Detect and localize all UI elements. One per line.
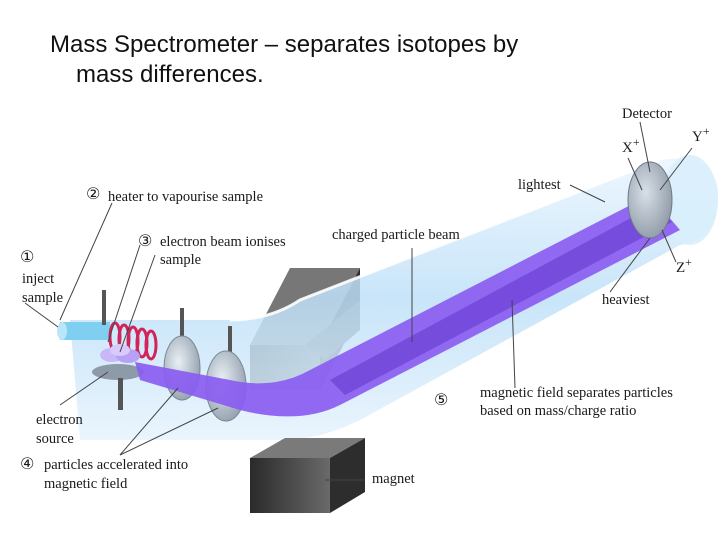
label-y-axis: Y+: [692, 124, 710, 145]
x-axis-plus: +: [633, 135, 640, 149]
particle-beam: [135, 195, 680, 417]
electron-source: [92, 364, 144, 410]
z-axis-letter: Z: [676, 260, 685, 276]
label-z-axis: Z+: [676, 255, 692, 276]
label-lightest: lightest: [518, 177, 561, 193]
step-1-line-1: inject: [22, 271, 54, 287]
label-charged-particle-beam: charged particle beam: [332, 227, 460, 243]
z-axis-plus: +: [685, 255, 692, 269]
label-x-axis: X+: [622, 135, 640, 156]
x-axis-letter: X: [622, 140, 633, 156]
step-1-number: ①: [20, 247, 34, 266]
slide-title: Mass Spectrometer – separates isotopes b…: [50, 30, 690, 90]
label-electron-source-line-2: source: [36, 431, 74, 447]
label-magnetic-field-line-1: magnetic field separates particles: [480, 385, 673, 401]
step-2-number: ②: [86, 184, 100, 203]
label-heaviest: heaviest: [602, 292, 650, 308]
step-1-line-2: sample: [22, 290, 63, 306]
step-5-number: ⑤: [434, 390, 448, 409]
label-detector: Detector: [622, 106, 672, 122]
step-4-line-2: magnetic field: [44, 476, 128, 492]
step-3-line-2: sample: [160, 252, 201, 268]
label-magnet: magnet: [372, 471, 415, 487]
y-axis-letter: Y: [692, 129, 703, 145]
step-3-line-1: electron beam ionises: [160, 234, 286, 250]
title-line-1: Mass Spectrometer – separates isotopes b…: [50, 31, 519, 58]
label-electron-source-line-1: electron: [36, 412, 83, 428]
step-2-line-1: heater to vapourise sample: [108, 189, 263, 205]
magnet-front-pole: [250, 438, 365, 513]
y-axis-plus: +: [703, 124, 710, 138]
sample-cloud: [100, 344, 140, 363]
step-4-number: ④: [20, 454, 34, 473]
label-magnetic-field-line-2: based on mass/charge ratio: [480, 403, 636, 419]
pointer-lines: [24, 121, 693, 481]
step-4-line-1: particles accelerated into: [44, 457, 188, 473]
step-3-number: ③: [138, 231, 152, 250]
title-line-2: mass differences.: [76, 61, 264, 88]
sample-inlet: [57, 322, 110, 340]
